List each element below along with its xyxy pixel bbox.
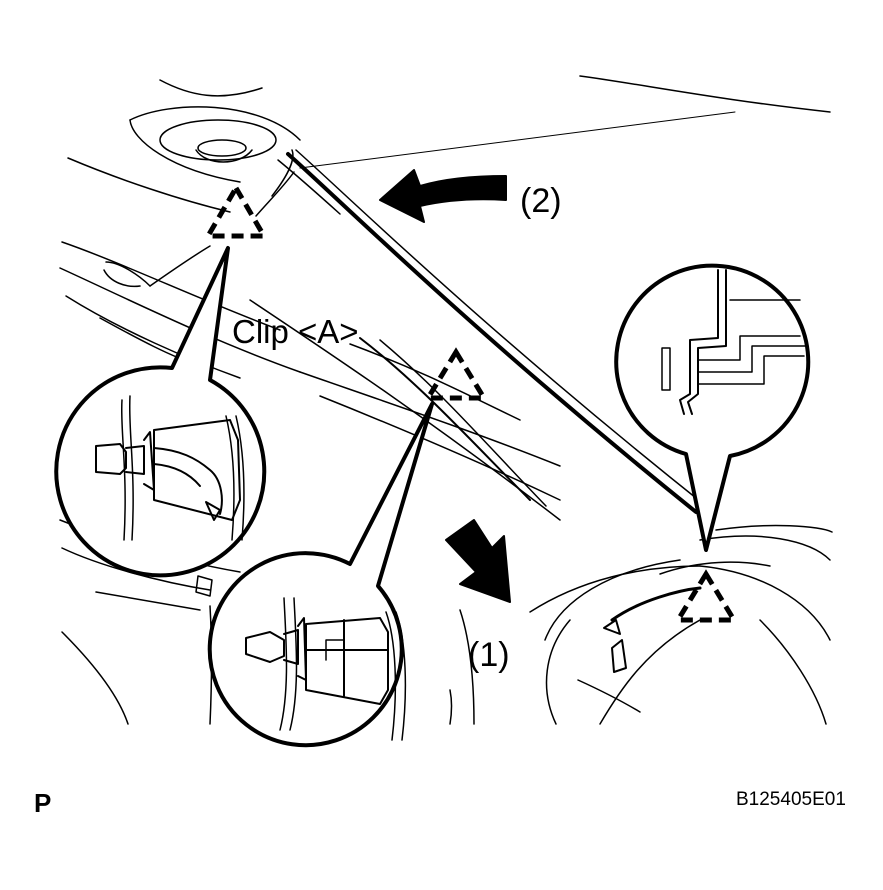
right-clip-callout-frame — [614, 263, 811, 552]
clip-a-detail-drawing — [95, 395, 245, 541]
lower-clip-detail-drawing — [245, 597, 407, 741]
right-clip-detail-callout — [614, 263, 811, 552]
step-arrows — [379, 169, 511, 603]
clip-markers — [203, 183, 739, 623]
dashed-triangle-icon — [673, 569, 739, 623]
step-1-label: (1) — [468, 636, 510, 674]
clip-a-detail-callout — [54, 246, 267, 578]
view-label: P — [34, 788, 51, 818]
clip-a-label: Clip <A> — [232, 313, 359, 350]
right-clip-detail-drawing — [661, 269, 807, 415]
clip-a-callout-frame — [54, 246, 267, 578]
dashed-triangle-icon — [423, 347, 489, 401]
step-2-label: (2) — [520, 182, 562, 220]
lower-clip-detail-callout — [207, 402, 434, 748]
step-1-arrow-icon — [445, 519, 511, 603]
step-2-arrow-icon — [379, 169, 507, 223]
dashed-triangle-icon — [203, 183, 269, 239]
figure-code: B125405E01 — [736, 789, 846, 810]
vehicle-linework — [59, 75, 833, 725]
